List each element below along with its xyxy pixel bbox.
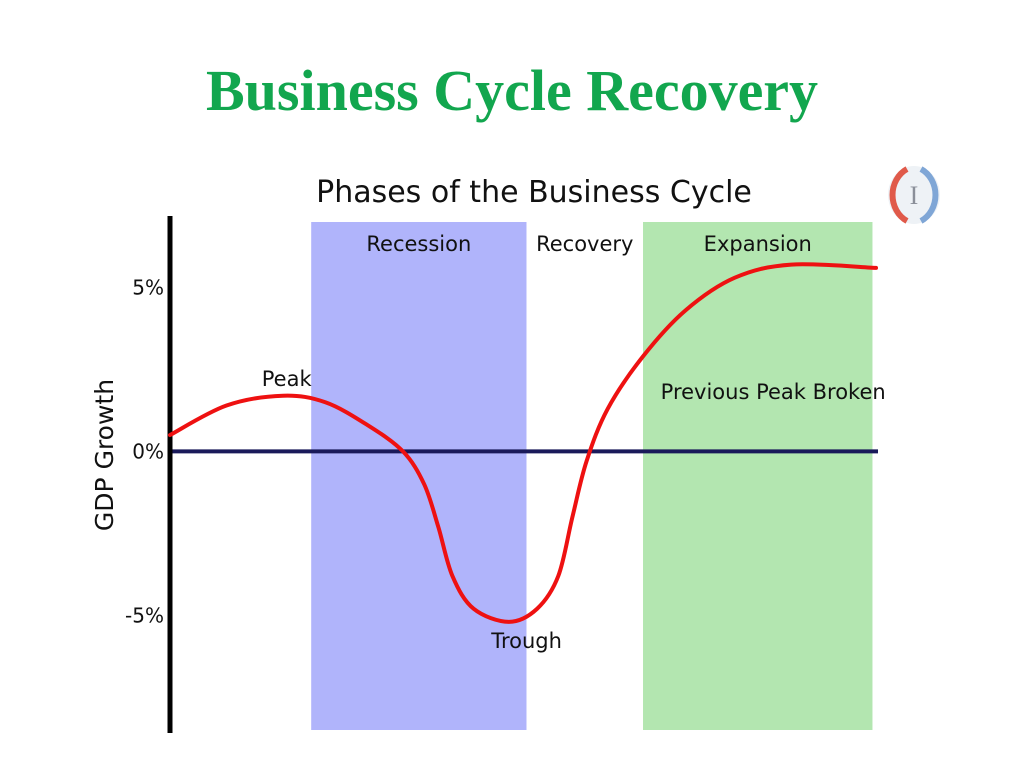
phase-band-recovery bbox=[526, 222, 644, 730]
chart-title: Phases of the Business Cycle bbox=[316, 175, 752, 210]
phase-label-recession: Recession bbox=[366, 232, 471, 256]
annotation-peak: Peak bbox=[262, 367, 313, 391]
phase-bands: Recession Recovery Expansion bbox=[311, 222, 873, 730]
phase-band-expansion bbox=[643, 222, 873, 730]
series-layer bbox=[168, 262, 878, 624]
phase-label-expansion: Expansion bbox=[704, 232, 812, 256]
y-axis: 5% 0% -5% bbox=[125, 216, 173, 733]
y-tick-label: -5% bbox=[125, 603, 164, 627]
logo-left-arc bbox=[889, 166, 909, 224]
slide-title: Business Cycle Recovery bbox=[205, 58, 819, 123]
phase-label-recovery: Recovery bbox=[536, 232, 633, 256]
logo-right-arc bbox=[919, 166, 939, 224]
y-tick-label: 5% bbox=[132, 276, 164, 300]
y-axis-label: GDP Growth bbox=[90, 379, 119, 531]
annotation-trough: Trough bbox=[490, 629, 562, 653]
gdp-growth-line bbox=[168, 262, 878, 624]
logo: I bbox=[888, 166, 940, 224]
logo-letter: I bbox=[910, 181, 919, 210]
y-tick-label: 0% bbox=[132, 439, 164, 463]
logo-badge bbox=[888, 166, 940, 224]
annotation-previous-peak-broken: Previous Peak Broken bbox=[661, 380, 886, 404]
